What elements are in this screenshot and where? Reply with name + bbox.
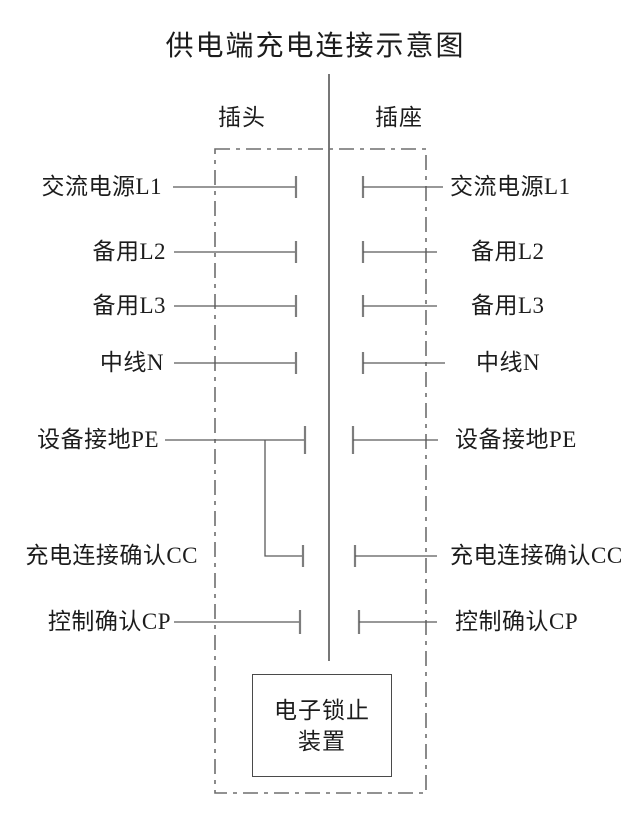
pin-label-l2-right: 备用L2 — [471, 239, 545, 264]
pin-label-n-left: 中线N — [99, 350, 164, 375]
pin-label-l3-right: 备用L3 — [471, 293, 545, 318]
electronic-lock-device-box: 电子锁止 装置 — [252, 674, 392, 777]
pin-label-cc-left: 充电连接确认CC — [25, 543, 198, 568]
plug-header: 插头 — [218, 105, 266, 130]
pin-label-n-right: 中线N — [476, 350, 541, 375]
pin-label-l2-left: 备用L2 — [92, 239, 166, 264]
pin-label-l3-left: 备用L3 — [92, 293, 166, 318]
electronic-lock-device-label-line2: 装置 — [298, 728, 346, 754]
pin-label-cp-left: 控制确认CP — [47, 609, 171, 634]
pin-label-cp-right: 控制确认CP — [455, 609, 579, 634]
pin-label-cc-right: 充电连接确认CC — [450, 543, 623, 568]
socket-header: 插座 — [375, 105, 423, 130]
diagram-title: 供电端充电连接示意图 — [165, 31, 466, 62]
pin-label-l1-left: 交流电源L1 — [41, 174, 162, 199]
pin-label-l1-right: 交流电源L1 — [450, 174, 571, 199]
pin-label-pe-right: 设备接地PE — [455, 427, 577, 452]
pin-label-pe-left: 设备接地PE — [37, 427, 159, 452]
electronic-lock-device-label-line1: 电子锁止 — [274, 697, 370, 723]
pe-to-cc-branch-wire — [264, 440, 303, 557]
